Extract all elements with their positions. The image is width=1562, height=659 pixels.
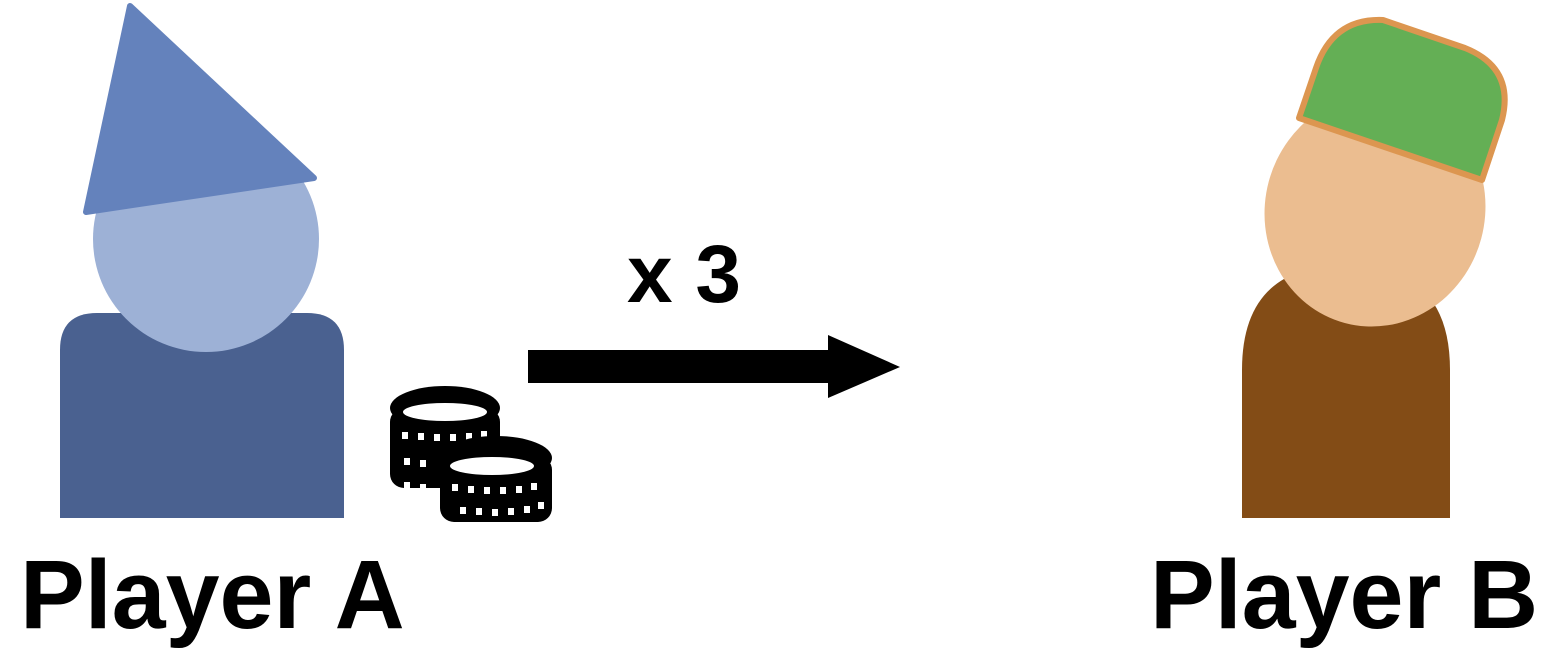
coin-stack-front <box>440 436 552 522</box>
multiplier-label: x 3 <box>627 229 741 320</box>
player-a-body <box>60 313 344 518</box>
coins-icon <box>390 386 552 522</box>
player-a-party-hat <box>83 3 317 215</box>
transfer-arrow <box>528 335 900 398</box>
player-a-figure <box>60 3 344 518</box>
player-b-cap <box>1296 16 1508 183</box>
coin-stack-back <box>390 386 500 491</box>
player-a-label: Player A <box>20 540 405 649</box>
player-b-body <box>1242 265 1450 518</box>
player-b-figure <box>1242 16 1508 518</box>
player-b-label: Player B <box>1150 540 1539 649</box>
